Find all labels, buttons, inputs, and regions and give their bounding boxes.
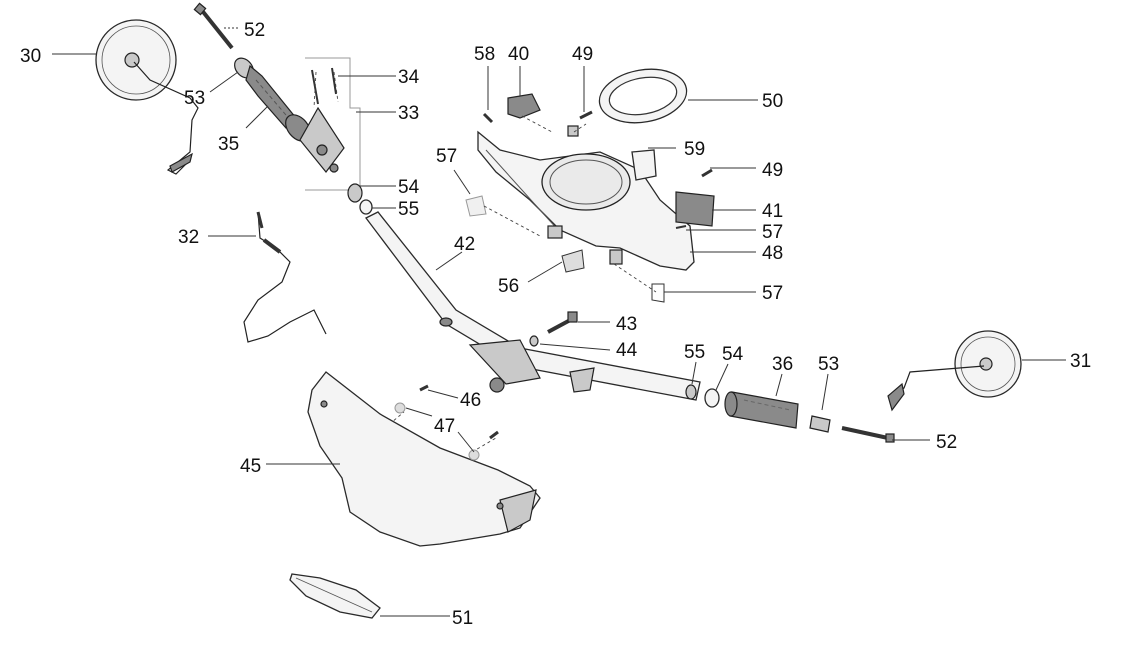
cover-plugs: [465, 195, 665, 303]
callout-49: 49: [762, 160, 783, 181]
callout-51: 51: [452, 608, 473, 629]
callout-55: 55: [684, 342, 705, 363]
callout-45: 45: [240, 456, 261, 477]
upper-handlebar-cover: [477, 130, 695, 271]
callout-47: 47: [434, 416, 455, 437]
cover-switches: [631, 149, 715, 229]
left-switch-housing: [299, 57, 361, 191]
callout-42: 42: [454, 234, 475, 255]
callout-52: 52: [244, 20, 265, 41]
callout-54: 54: [722, 344, 744, 365]
callout-57: 57: [436, 146, 457, 167]
callout-41: 41: [762, 201, 783, 222]
callout-32: 32: [178, 227, 199, 248]
callout-56: 56: [498, 276, 519, 297]
left-grip: [234, 57, 311, 142]
callout-34: 34: [398, 67, 420, 88]
callout-55: 55: [398, 199, 419, 220]
callout-35: 35: [218, 134, 239, 155]
top-bracket: [482, 93, 593, 137]
callout-40: 40: [508, 44, 529, 65]
callout-53: 53: [184, 88, 205, 109]
callout-30: 30: [20, 46, 41, 67]
assembly-lines: [313, 71, 657, 453]
callout-52: 52: [936, 432, 957, 453]
leader-lines: [52, 27, 1066, 617]
callout-54: 54: [398, 177, 420, 198]
callout-44: 44: [616, 340, 638, 361]
callout-57: 57: [762, 283, 783, 304]
right-mirror: [887, 330, 1022, 412]
callout-labels: 30 52 53 35 34 33 54 55 32 58 40 49 50 5…: [20, 20, 1091, 629]
right-grip: [685, 384, 895, 443]
handlebar: [365, 211, 701, 401]
callout-31: 31: [1070, 351, 1091, 372]
lower-cover-fasteners: [394, 384, 499, 461]
left-collar: [347, 183, 373, 215]
callout-33: 33: [398, 103, 419, 124]
left-bar-end-bolt: [193, 2, 234, 50]
callout-57: 57: [762, 222, 783, 243]
callout-48: 48: [762, 243, 783, 264]
callout-46: 46: [460, 390, 481, 411]
callout-36: 36: [772, 354, 793, 375]
callout-53: 53: [818, 354, 839, 375]
callout-49: 49: [572, 44, 593, 65]
throttle-cable: [243, 211, 327, 343]
callout-59: 59: [684, 139, 705, 160]
handlebar-bolt: [529, 311, 578, 347]
left-mirror: [95, 19, 199, 175]
callout-50: 50: [762, 91, 783, 112]
meter-lens-ring: [598, 68, 688, 124]
lower-front-cover: [307, 371, 541, 547]
front-emblem: [289, 573, 381, 619]
callout-58: 58: [474, 44, 495, 65]
callout-43: 43: [616, 314, 637, 335]
